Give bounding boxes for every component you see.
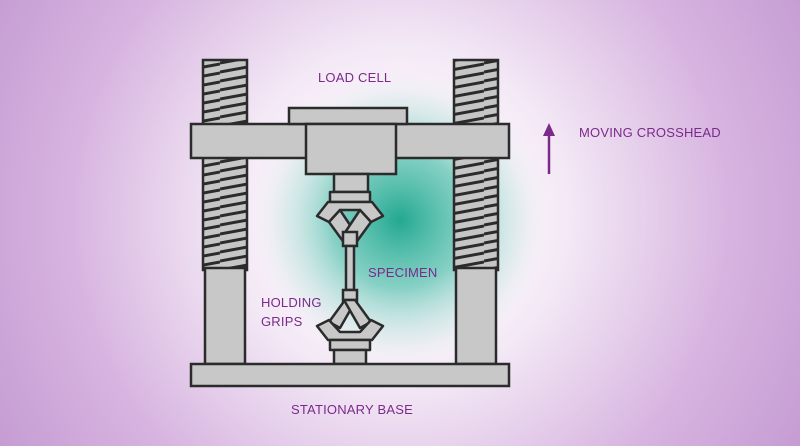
moving-crosshead-label: MOVING CROSSHEAD xyxy=(579,125,721,140)
holding-grips-label-line1: HOLDING xyxy=(261,295,322,310)
right-screw-column xyxy=(452,58,500,272)
left-screw-column xyxy=(201,58,249,272)
holding-grips-label-line2: GRIPS xyxy=(261,314,303,329)
specimen xyxy=(341,230,359,306)
specimen-label: SPECIMEN xyxy=(368,265,438,280)
up-arrow-icon xyxy=(543,123,555,174)
left-column-post xyxy=(203,266,247,366)
load-cell-label: LOAD CELL xyxy=(318,70,392,85)
lower-holding-grip xyxy=(315,298,385,366)
stationary-base xyxy=(189,362,511,388)
right-column-post xyxy=(454,266,498,366)
load-cell xyxy=(287,106,409,194)
stationary-base-label: STATIONARY BASE xyxy=(291,402,413,417)
